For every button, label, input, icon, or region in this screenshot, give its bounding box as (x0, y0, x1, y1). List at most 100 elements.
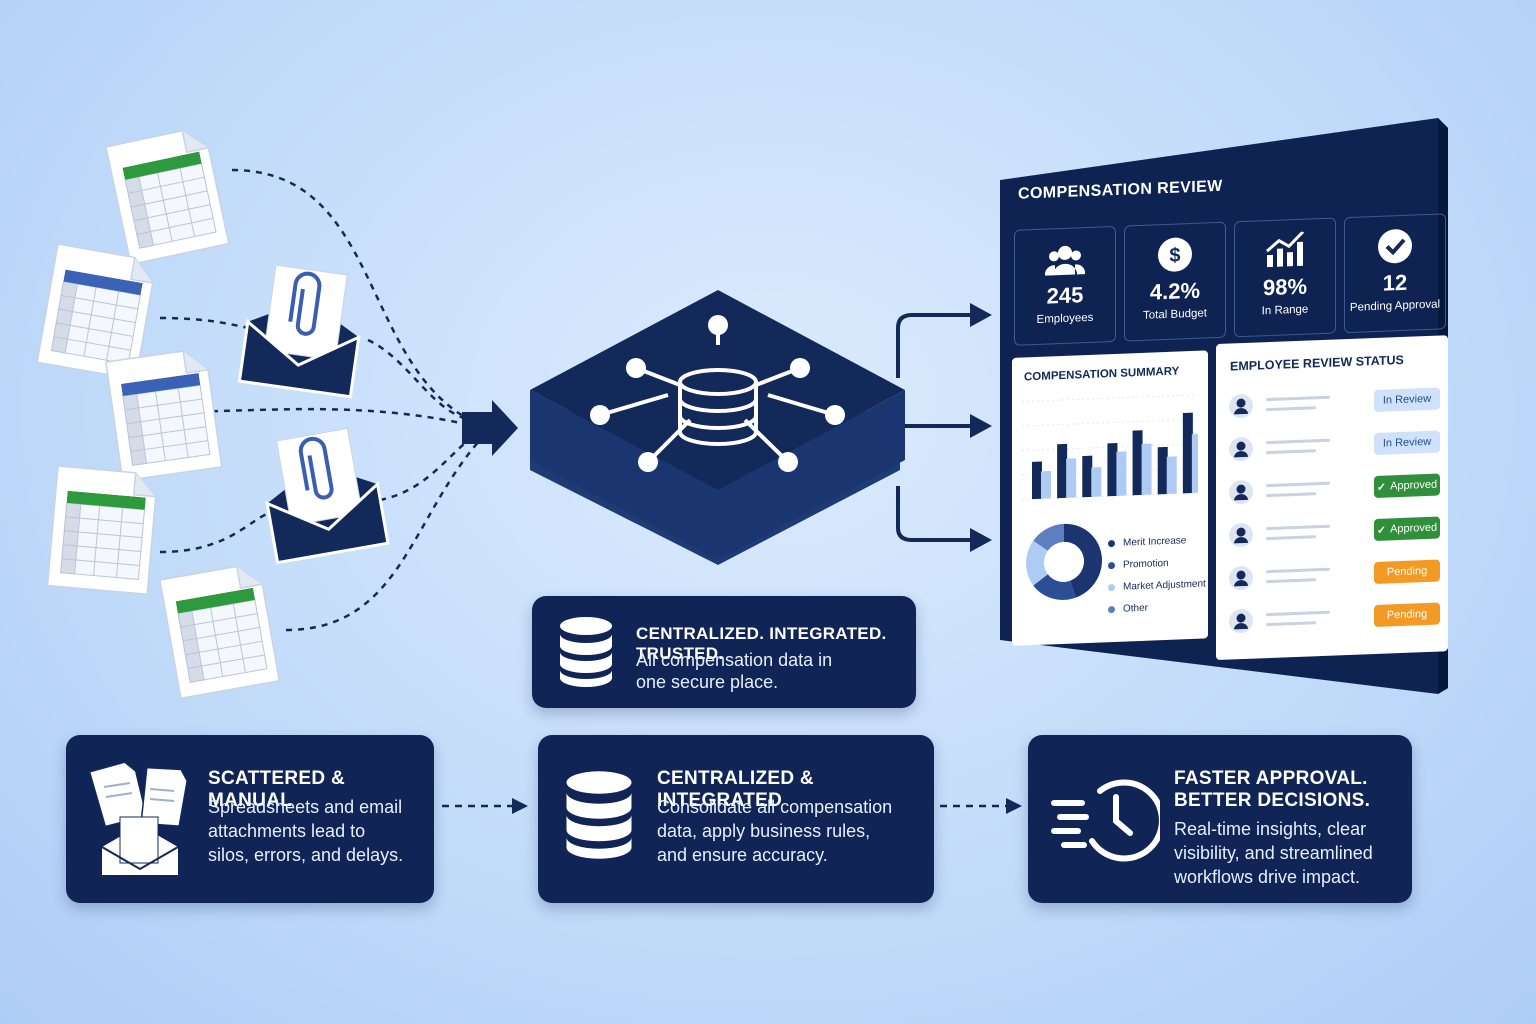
status-badge[interactable]: ✓Approved (1374, 473, 1440, 499)
detail-placeholder (1266, 578, 1316, 584)
status-text: Pending (1386, 564, 1428, 579)
legend-item: Other (1108, 594, 1206, 620)
bar (1116, 451, 1127, 496)
step-1-line-2: attachments lead to (208, 821, 366, 841)
donut-slice (1033, 574, 1076, 600)
detail-placeholder (1266, 406, 1316, 412)
step-2-title: CENTRALIZED & INTEGRATED (657, 768, 814, 811)
status-text: Approved (1390, 521, 1438, 536)
spreadsheet-icon (36, 243, 158, 381)
name-placeholder (1266, 610, 1330, 617)
gridline (1022, 418, 1198, 427)
legend-swatch (1108, 605, 1115, 613)
email-attachment-icon (237, 260, 370, 399)
gridline (1022, 394, 1198, 403)
bar (1157, 446, 1168, 495)
status-badge[interactable]: In Review (1374, 387, 1440, 413)
legend-swatch (1108, 539, 1115, 547)
avatar-icon (1229, 523, 1253, 548)
hub-caption-line-1: All compensation data in (636, 650, 833, 670)
bar (1191, 433, 1198, 494)
status-badge[interactable]: Pending (1374, 602, 1440, 628)
name-placeholder (1266, 524, 1330, 531)
kpi-value: 98% (1262, 273, 1308, 301)
spreadsheet-icon (105, 347, 223, 482)
avatar-icon (1229, 609, 1253, 634)
kpi-label: Employees (1036, 311, 1094, 326)
hub-caption-title: CENTRALIZED. INTEGRATED. TRUSTED. (636, 624, 887, 663)
review-row[interactable]: Pending (1228, 594, 1440, 645)
gridline (1022, 443, 1198, 452)
bar (1082, 455, 1093, 498)
avatar-icon (1229, 480, 1253, 505)
step-card-centralized: CENTRALIZED & INTEGRATED Consolidate all… (538, 735, 934, 903)
bar (1057, 443, 1068, 499)
spreadsheet-icon (46, 465, 159, 596)
name-placeholder (1266, 481, 1330, 488)
dollar-icon: $ (1158, 237, 1192, 272)
database-icon (566, 771, 632, 859)
dashboard-title: COMPENSATION REVIEW (1018, 177, 1223, 203)
step-1-title: SCATTERED & MANUAL (208, 768, 346, 811)
step-card-faster: FASTER APPROVAL. BETTER DECISIONS. Real-… (1028, 735, 1412, 903)
summary-bar-chart (1022, 394, 1198, 501)
spreadsheet-icon (159, 561, 281, 699)
status-badge[interactable]: Pending (1374, 559, 1440, 585)
step-3-title-line-1: FASTER APPROVAL. (1174, 768, 1368, 789)
growth-chart-icon (1266, 231, 1305, 268)
bar (1132, 430, 1143, 496)
step-2-line-3: and ensure accuracy. (657, 845, 828, 865)
kpi-label: In Range (1261, 303, 1309, 318)
bar (1066, 458, 1077, 498)
step-2-line-2: data, apply business rules, (657, 821, 871, 841)
review-row[interactable]: ✓Approved (1228, 508, 1440, 559)
hub-caption-line-2: one secure place. (636, 672, 779, 692)
hub-caption-card: CENTRALIZED. INTEGRATED. TRUSTED. All co… (532, 596, 916, 708)
donut-slice (1026, 540, 1048, 586)
name-placeholder (1266, 395, 1330, 402)
kpi-value: 4.2% (1149, 277, 1201, 305)
status-badge[interactable]: In Review (1374, 430, 1440, 456)
bar (1182, 412, 1193, 494)
output-connectors (896, 313, 972, 542)
svg-text:$: $ (1169, 244, 1180, 266)
review-row[interactable]: In Review (1228, 379, 1440, 430)
summary-donut-chart (1026, 523, 1102, 600)
check-icon: ✓ (1376, 481, 1387, 494)
status-badge[interactable]: ✓Approved (1374, 516, 1440, 542)
bar (1041, 470, 1051, 499)
review-row[interactable]: In Review (1228, 422, 1440, 473)
step-3-line-3: workflows drive impact. (1174, 867, 1361, 887)
check-circle-icon (1378, 229, 1412, 264)
avatar-icon (1229, 437, 1253, 462)
kpi-tile[interactable]: $4.2% Total Budget (1124, 221, 1226, 342)
legend-swatch (1108, 561, 1115, 569)
avatar-icon (1229, 394, 1253, 419)
review-row[interactable]: ✓Approved (1228, 465, 1440, 516)
fast-clock-icon (1051, 779, 1160, 862)
step-3-title-line-2: BETTER DECISIONS. (1174, 790, 1371, 811)
scattered-documents-icon (88, 761, 188, 875)
check-icon: ✓ (1376, 524, 1387, 537)
avatar-icon (1229, 566, 1253, 591)
donut-slice (1033, 523, 1064, 551)
step-3-line-2: visibility, and streamlined (1174, 843, 1373, 863)
kpi-value: 245 (1046, 282, 1084, 309)
kpi-value: 12 (1382, 269, 1408, 296)
status-text: In Review (1382, 392, 1432, 407)
kpi-label: Total Budget (1143, 307, 1207, 322)
legend-swatch (1108, 583, 1115, 591)
spreadsheet-icon (105, 125, 230, 266)
kpi-tile[interactable]: 98% In Range (1234, 217, 1336, 338)
detail-placeholder (1266, 535, 1316, 541)
step-1-line-1: Spreadsheets and email (208, 797, 403, 817)
step-1-line-3: silos, errors, and delays. (208, 845, 404, 865)
review-row[interactable]: Pending (1228, 551, 1440, 602)
into-hub-arrow (462, 400, 518, 456)
